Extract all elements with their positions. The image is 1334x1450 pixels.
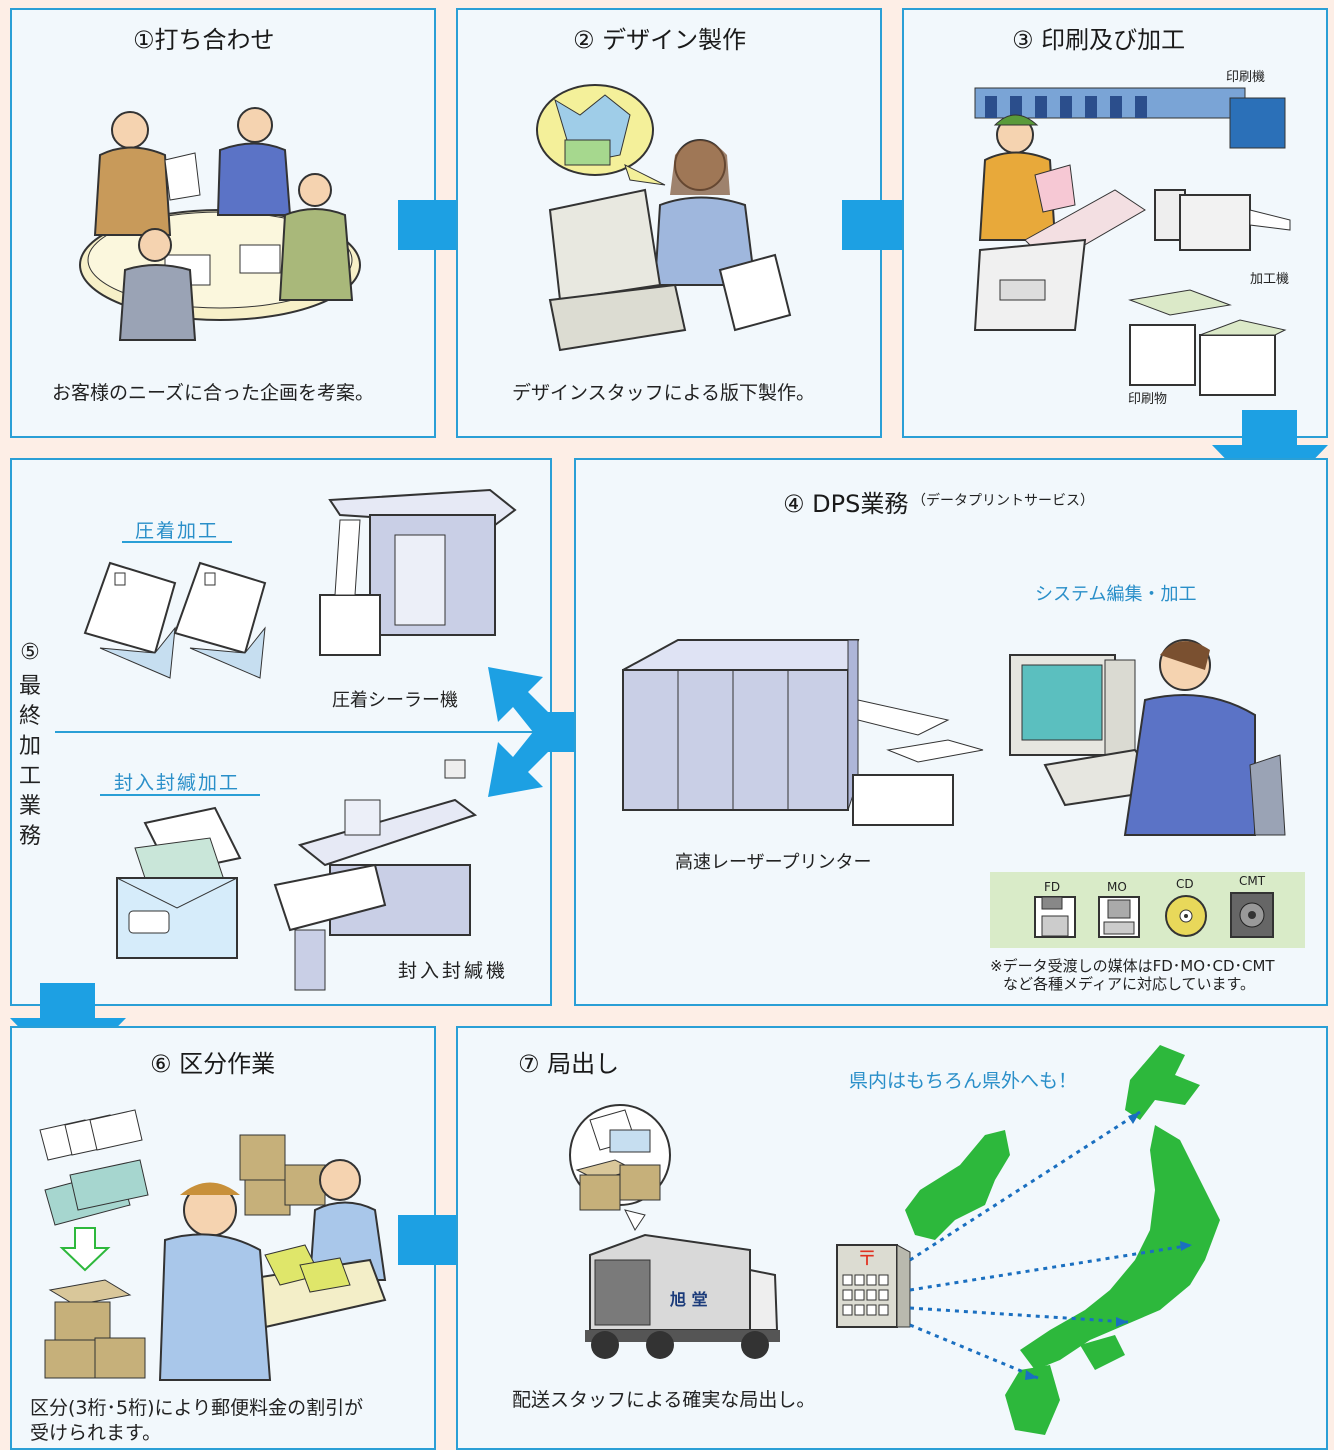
envelope-machine-illustration	[273, 759, 478, 991]
system-editing-label: システム編集・加工	[1035, 584, 1197, 605]
finishing-machine-illustration	[1154, 189, 1291, 251]
envelope-machine-label: 封入封緘機	[398, 960, 509, 982]
designer-illustration	[536, 84, 792, 352]
truck-logo: 旭 堂	[670, 1290, 708, 1309]
step2-title: ② デザイン製作	[573, 26, 747, 54]
step5-vertical-title: 最 終 加 工 業 務	[15, 672, 45, 852]
delivery-truck-illustration	[569, 1104, 780, 1359]
vertical-char: 加	[18, 734, 41, 759]
step7-title: ⑦ 局出し	[518, 1050, 620, 1078]
laser-printer-illustration	[622, 639, 984, 826]
vertical-char: 業	[18, 794, 41, 819]
laser-printer-label: 高速レーザープリンター	[675, 852, 872, 873]
pressure-seal-heading: 圧着加工	[135, 520, 220, 542]
pressure-sealer-illustration	[319, 488, 517, 656]
press-operator-illustration	[973, 114, 1146, 331]
mo-disk-icon	[1098, 896, 1140, 938]
media-label-cd: CD	[1176, 877, 1194, 891]
step4-subtitle: （データプリントサービス）	[912, 493, 1094, 509]
envelope-heading: 封入封緘加工	[114, 772, 241, 794]
japan-map	[905, 1045, 1220, 1435]
step7-caption: 配送スタッフによる確実な局出し。	[512, 1389, 816, 1411]
vertical-char: 終	[18, 704, 41, 729]
envelope-underline	[100, 794, 260, 796]
printed-matter-illustration	[1128, 289, 1287, 396]
sorting-illustration	[39, 1109, 387, 1381]
printing-press-label: 印刷機	[1226, 70, 1266, 85]
step2-caption: デザインスタッフによる版下製作。	[512, 382, 816, 404]
operator-computer-illustration	[1009, 639, 1286, 836]
step1-caption: お客様のニーズに合った企画を考案。	[52, 382, 375, 404]
meeting-illustration	[79, 107, 361, 341]
media-note-line2: など各種メディアに対応しています。	[1003, 975, 1256, 993]
cmt-tape-icon	[1230, 892, 1274, 938]
vertical-char: 最	[18, 674, 41, 699]
media-label-mo: MO	[1107, 880, 1127, 894]
step5-number: ⑤	[20, 640, 40, 665]
arrow-down-icon	[1212, 410, 1328, 505]
split-arrow-icon	[488, 667, 593, 797]
media-label-fd: FD	[1044, 880, 1061, 894]
printing-press-illustration	[974, 87, 1286, 149]
step6-caption-line2: 受けられます。	[30, 1422, 162, 1444]
step6-caption-line1: 区分(3桁･5桁)により郵便料金の割引が	[30, 1397, 364, 1419]
step1-title: ①打ち合わせ	[133, 26, 275, 54]
pressure-sealer-label: 圧着シーラー機	[332, 690, 458, 711]
envelope-illustration	[116, 806, 242, 959]
floppy-disk-icon	[1034, 896, 1076, 938]
printed-matter-label: 印刷物	[1128, 392, 1168, 407]
pressure-seal-underline	[122, 541, 232, 543]
step3-title: ③ 印刷及び加工	[1012, 26, 1186, 54]
map-note: 県内はもちろん県外へも！	[849, 1070, 1078, 1092]
media-note-line1: ※データ受渡しの媒体はFD･MO･CD･CMT	[990, 957, 1275, 975]
finishing-machine-label: 加工機	[1250, 272, 1290, 287]
post-office-building-illustration: 〒	[836, 1244, 911, 1328]
connector-line	[55, 731, 545, 733]
step4-title: ④ DPS業務	[783, 490, 909, 518]
step6-title: ⑥ 区分作業	[150, 1050, 276, 1078]
vertical-char: 工	[18, 764, 41, 789]
vertical-char: 務	[18, 824, 41, 849]
svg-text:〒: 〒	[857, 1246, 877, 1270]
cd-icon	[1165, 895, 1207, 937]
pressure-postcards-illustration	[83, 561, 267, 679]
media-label-cmt: CMT	[1239, 874, 1266, 888]
